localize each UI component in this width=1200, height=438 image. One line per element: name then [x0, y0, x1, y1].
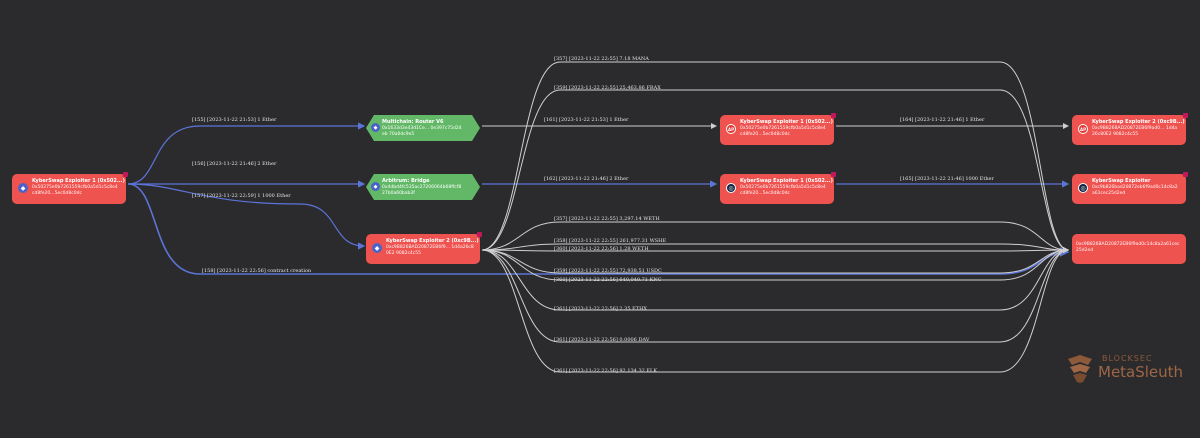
tag-marker: [477, 232, 482, 237]
node-title: Multichain: Router V6: [382, 119, 444, 125]
arb-icon: ◎: [726, 183, 736, 193]
node-source[interactable]: ◆ KyberSwap Exploiter 1 (0x502...) 0x502…: [12, 172, 128, 204]
edge-label: [162] [2023-11-22 21:46] 2 Ether: [544, 176, 629, 182]
edge-source-multichain: [127, 122, 366, 185]
edge-label: [164] [2023-11-22 21:46] 1 Ether: [900, 117, 985, 123]
edge-label: [156] [2023-11-22 21:46] 2 Ether: [192, 161, 277, 167]
edge-label: [360] [2023-11-22 22:56] 1.28 WETH: [554, 246, 649, 252]
eth-icon: ◆: [371, 123, 380, 132]
edge-label: [357] [2023-11-22 22:55] 7.18 MANA: [554, 56, 649, 62]
node-exploiter2[interactable]: ◆ KyberSwap Exploiter 2 (0xc9B...) 0xc9B…: [366, 232, 482, 264]
node-bsc-exploiter-b[interactable]: AP KyberSwap Exploiter 2 (0xc9B...) 0xc9…: [1072, 113, 1188, 145]
node-multichain[interactable]: ◆ Multichain: Router V6 0x1633d3e43d1Ce.…: [366, 115, 480, 141]
token-edges: [481, 61, 1069, 373]
node-address: 0xc9B826BAD20872EB6f9... 1d4a26c80E2 908…: [386, 245, 474, 256]
edge-label: [360] [2023-11-22 22:56] 640,040.71 KNC: [554, 277, 662, 283]
node-address: 0x1633d3e43d1Ce... 0e397c75d24eb 70a0dc9…: [382, 126, 462, 137]
eth-icon: ◆: [371, 182, 380, 191]
tag-marker: [831, 172, 836, 177]
tag-marker: [831, 113, 836, 118]
edge-label: [361] [2023-11-22 22:56] 92,134.32 ELK: [554, 368, 657, 374]
node-receiver[interactable]: 0xc9B826BAD20872EB6f9ad0c14c8a2a61cec 25…: [1072, 234, 1186, 264]
bnb-icon: AP: [1078, 124, 1088, 134]
edge-label: [361] [2023-11-22 22:56] 2.35 ETHX: [554, 306, 647, 312]
logo-name: MetaSleuth: [1098, 363, 1184, 381]
arb-icon: ◎: [1078, 183, 1088, 193]
node-address: 0xc9b826bad20872eb6f9ad0c14c8a2a61cec25d…: [1092, 185, 1178, 196]
node-address: 0x50275e0b7261559cfb0a5d1c5c8e4cd8fe20..…: [32, 185, 118, 196]
edge-label: [161] [2023-11-22 21:53] 1 Ether: [544, 117, 629, 123]
edge-label: [158] [2023-11-22 22:56] contract creati…: [202, 268, 312, 274]
eth-icon: ◆: [18, 183, 28, 193]
edge-label: [359] [2023-11-22 22:55] 25,463.86 FRAX: [554, 85, 661, 91]
bnb-icon: AP: [726, 124, 736, 134]
node-address: 0x4dbd4fc535ac27206064b68ffcf827b0a60bab…: [382, 185, 462, 196]
edge-label: [359] [2023-11-22 22:55] 72,938.51 USDC: [554, 268, 662, 274]
node-arb-exploiter[interactable]: ◎ KyberSwap Exploiter 1 (0x502...) 0x502…: [720, 172, 836, 204]
node-title: KyberSwap Exploiter 1 (0x502...): [740, 119, 833, 125]
node-arbitrum[interactable]: ◆ Arbitrum: Bridge 0x4dbd4fc535ac2720606…: [366, 174, 480, 200]
logo-top-text: BLOCKSEC: [1102, 354, 1153, 363]
edge-label: [361] [2023-11-22 22:56] 0.0006 DAV: [554, 337, 650, 343]
node-arb-exploiter-b[interactable]: ◎ KyberSwap Exploiter 0xc9b826bad20872eb…: [1072, 172, 1188, 204]
node-title: KyberSwap Exploiter: [1092, 178, 1151, 184]
node-address: 0xc9B826BAD20872EB6f9ad0c14c8a2a61cec 25…: [1076, 242, 1180, 253]
metasleuth-logo: BLOCKSEC MetaSleuth: [1062, 350, 1192, 390]
blocksec-logo-icon: [1068, 355, 1092, 383]
edge-label: [155] [2023-11-22 21:53] 1 Ether: [192, 117, 277, 123]
edge-label: [357] [2023-11-22 22:55] 3,297.14 WETH: [554, 216, 660, 222]
tag-marker: [123, 172, 128, 177]
tag-marker: [1183, 113, 1188, 118]
node-address: 0xc9B826BAD20872EB6f9ad0... 1d4a26c80E2 …: [1092, 126, 1178, 137]
edge-label: [165] [2023-11-22 21:46] 1000 Ether: [900, 176, 995, 182]
node-address: 0x50275e0b7261559cfb0a5d1c5c8e4cd8fe20..…: [740, 126, 826, 137]
node-bsc-exploiter[interactable]: AP KyberSwap Exploiter 1 (0x502...) 0x50…: [720, 113, 836, 145]
edge-label: [157] [2023-11-22 22:59] 1 1000 Ether: [192, 193, 291, 199]
node-address: 0x50275e0b7261559cfb0a5d1c5c8e4cd8fe20..…: [740, 185, 826, 196]
tag-marker: [1183, 172, 1188, 177]
edge-label: [358] [2023-11-22 22:55] 261,977.31 WSHE: [554, 238, 667, 244]
node-title: KyberSwap Exploiter 1 (0x502...): [740, 178, 833, 184]
edge-source-exploiter2: [127, 183, 366, 250]
node-title: KyberSwap Exploiter 1 (0x502...): [32, 178, 125, 184]
node-title: KyberSwap Exploiter 2 (0xc9B...): [1092, 119, 1185, 125]
node-title: KyberSwap Exploiter 2 (0xc9B...): [386, 238, 479, 244]
node-title: Arbitrum: Bridge: [382, 178, 430, 184]
eth-icon: ◆: [372, 243, 382, 253]
